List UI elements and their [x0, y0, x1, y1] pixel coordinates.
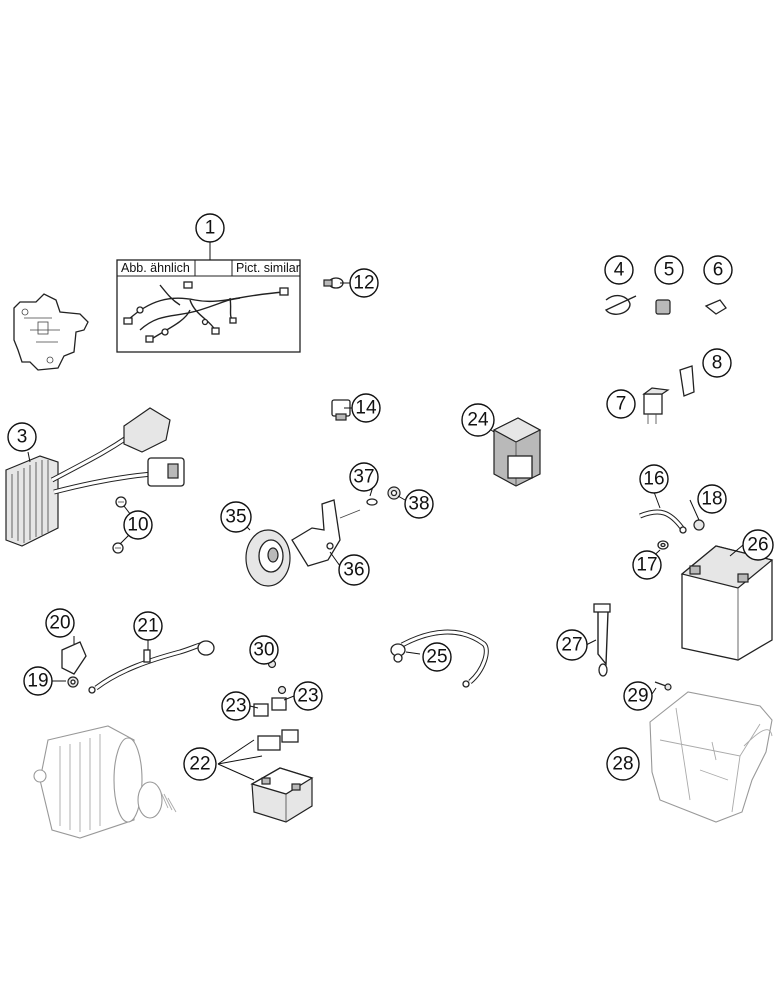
callout-label: 37 — [353, 467, 374, 488]
callout-label: 25 — [426, 647, 447, 668]
callout-label: 5 — [664, 260, 675, 281]
callout: 10 — [123, 510, 153, 540]
fuse-strip — [593, 603, 611, 677]
battery-box — [649, 691, 773, 823]
fuse-box — [250, 729, 314, 823]
battery-cable-short — [639, 509, 687, 534]
callout: 12 — [349, 268, 379, 298]
callout-label: 14 — [355, 398, 377, 419]
callout: 19 — [23, 666, 53, 696]
control-unit — [492, 417, 542, 487]
callout-label: 28 — [612, 754, 633, 775]
bulb — [323, 277, 344, 289]
callout-label: 22 — [189, 754, 210, 775]
callout-label: 36 — [343, 560, 364, 581]
washer — [657, 540, 669, 550]
callout: 3 — [7, 422, 37, 452]
mounting-bracket — [13, 293, 89, 371]
battery-cable-long — [390, 629, 489, 688]
callout: 29 — [623, 681, 653, 711]
callout-label: 21 — [137, 616, 158, 637]
callout-label: 16 — [643, 469, 664, 490]
callout: 30 — [249, 635, 279, 665]
callout-label: 12 — [353, 273, 374, 294]
callout: 28 — [606, 747, 640, 781]
cable-tie — [604, 294, 637, 315]
callout-label: 10 — [127, 515, 148, 536]
callout-label: 8 — [712, 353, 723, 374]
callout-label: 3 — [17, 427, 28, 448]
battery-screw — [693, 519, 705, 531]
callout: 27 — [556, 629, 588, 661]
callout: 1 — [195, 213, 225, 243]
callout: 20 — [45, 608, 75, 638]
relay-small — [331, 399, 351, 421]
voltage-regulator — [5, 407, 185, 547]
callout-label: 26 — [747, 535, 768, 556]
callout: 38 — [404, 489, 434, 519]
callout: 36 — [338, 554, 370, 586]
callout-label: 35 — [225, 507, 246, 528]
callout: 35 — [220, 501, 252, 533]
callout: 4 — [604, 255, 634, 285]
callout: 23 — [293, 681, 323, 711]
callout-label: 17 — [636, 555, 657, 576]
fuse-screws — [267, 659, 287, 695]
wiring-harness-box: Abb. ähnlich Pict. similar — [116, 259, 301, 353]
callout: 37 — [349, 462, 379, 492]
callout-label: 27 — [561, 635, 582, 656]
callout: 17 — [632, 550, 662, 580]
callout-label: 1 — [205, 218, 216, 239]
starter-relay — [642, 387, 670, 424]
protective-cap — [61, 641, 87, 675]
starter-motor — [33, 725, 177, 839]
callout-label: 30 — [253, 640, 274, 661]
clip — [655, 299, 671, 315]
callout: 26 — [742, 529, 774, 561]
relay-bracket — [679, 365, 695, 397]
callout-label: 19 — [27, 671, 48, 692]
callout-label: 6 — [713, 260, 724, 281]
callout: 6 — [703, 255, 733, 285]
callout-label: 20 — [49, 613, 70, 634]
callout: 23 — [221, 691, 251, 721]
callout: 5 — [654, 255, 684, 285]
pict-similar-label-en: Pict. similar — [236, 261, 300, 275]
battery — [680, 545, 774, 661]
fuses — [253, 697, 287, 717]
horn — [245, 486, 401, 587]
callout-label: 7 — [616, 394, 627, 415]
callout-label: 18 — [701, 489, 722, 510]
wiring-harness — [123, 281, 289, 343]
callout-label: 23 — [225, 696, 246, 717]
callout-label: 4 — [614, 260, 625, 281]
callout-label: 38 — [408, 494, 429, 515]
callout: 25 — [422, 642, 452, 672]
callout: 24 — [461, 403, 495, 437]
callout: 14 — [351, 393, 381, 423]
callout: 22 — [183, 747, 217, 781]
box-screw — [654, 681, 672, 691]
callout: 21 — [133, 611, 163, 641]
pict-similar-label-de: Abb. ähnlich — [121, 261, 190, 275]
callout: 8 — [702, 348, 732, 378]
starter-cable — [88, 640, 215, 694]
callout: 18 — [697, 484, 727, 514]
callout-label: 23 — [297, 686, 318, 707]
callout: 7 — [606, 389, 636, 419]
callout-label: 24 — [467, 410, 489, 431]
callout: 16 — [639, 464, 669, 494]
holder-6 — [704, 299, 727, 315]
screw-pair — [112, 496, 127, 554]
callout-label: 29 — [627, 686, 648, 707]
nut — [67, 676, 79, 688]
